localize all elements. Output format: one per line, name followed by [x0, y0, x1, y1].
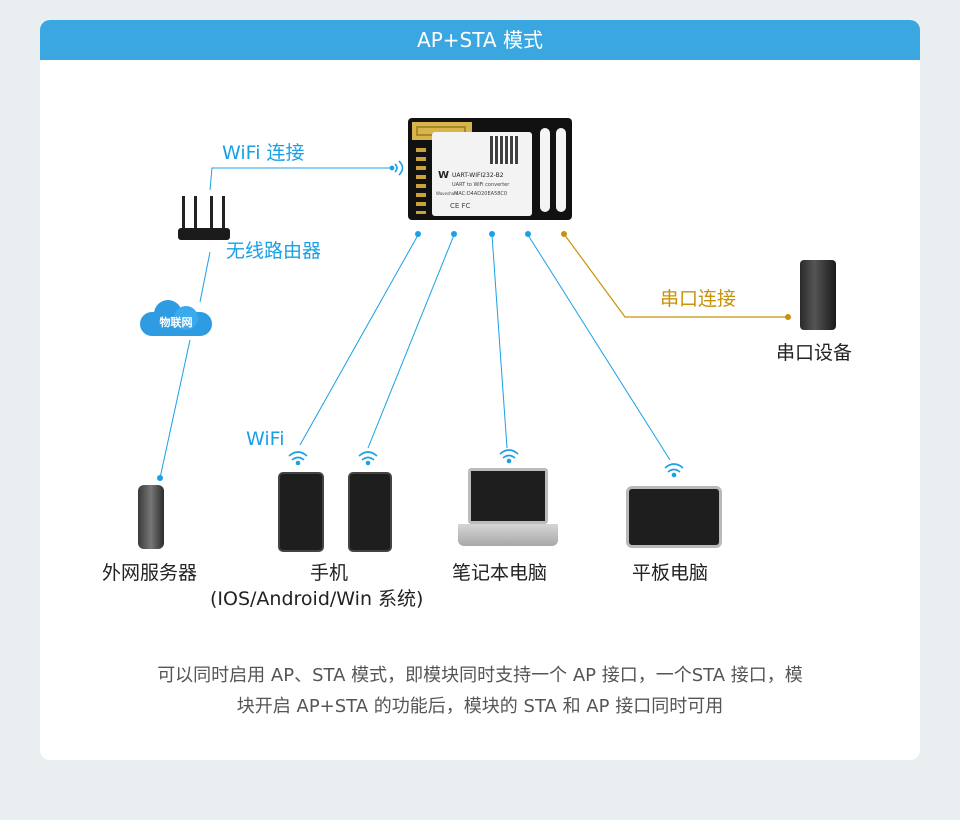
cloud-server-link [159, 339, 191, 479]
module-mac: MAC:D4AD20EA58C0 [454, 191, 508, 197]
external-server-label: 外网服务器 [102, 562, 198, 584]
pin-header-right-2 [556, 128, 566, 212]
wifi-connection-label: WiFi 连接 [222, 142, 305, 164]
router-cloud-link [199, 251, 211, 303]
pin-dot [489, 231, 495, 237]
laptop-image [458, 468, 558, 548]
pin2-phone2-link [367, 234, 455, 449]
cert-marks: CE FC [450, 202, 471, 210]
wifi-signal-icon [499, 449, 519, 464]
module-model: UART-WIFI232-B2 [452, 172, 504, 179]
serial-pin-dot [561, 231, 567, 237]
pin-header-right-1 [540, 128, 550, 212]
pin4-tablet-link [527, 234, 671, 461]
wifi-signal-icon [288, 451, 308, 466]
cloud-icon: 物联网 [140, 298, 212, 336]
router-wifi-link [209, 167, 390, 191]
module-subtitle: UART to WiFi converter [452, 182, 510, 188]
router-antenna [210, 196, 213, 232]
serial-connection-label: 串口连接 [660, 288, 737, 310]
laptop-label: 笔记本电脑 [452, 562, 548, 584]
serial-link [563, 233, 788, 318]
wifi-module-image: W UART-WIFI232-B2 UART to WiFi converter… [408, 118, 572, 220]
router-antenna [222, 196, 225, 232]
phone-label: 手机 [310, 562, 349, 584]
router-antenna [182, 196, 185, 232]
module-wifi-emitter-icon [389, 160, 404, 176]
laptop-screen [468, 468, 548, 524]
tablet-image [626, 486, 722, 548]
description-line-1: 可以同时启用 AP、STA 模式，即模块同时支持一个 AP 接口，一个STA 接… [157, 665, 803, 686]
connection-lines [157, 160, 791, 481]
wifi-label: WiFi [246, 428, 285, 450]
server-link-dot [157, 475, 163, 481]
module-brand: Waveshare [436, 191, 459, 196]
tablet-label: 平板电脑 [632, 562, 709, 584]
cloud-label: 物联网 [159, 316, 193, 329]
wifi-signal-icon [664, 463, 684, 478]
pin-dot [525, 231, 531, 237]
description: 可以同时启用 AP、STA 模式，即模块同时支持一个 AP 接口，一个STA 接… [90, 660, 870, 722]
diagram-card: AP+STA 模式 [40, 20, 920, 760]
router-body [178, 228, 230, 240]
waveshare-logo-icon: W [438, 170, 450, 181]
serial-end-dot [785, 314, 791, 320]
router-label: 无线路由器 [226, 240, 322, 262]
qr-code-icon [490, 136, 518, 164]
router-image [178, 196, 230, 242]
laptop-base [458, 524, 558, 546]
pin-dot [451, 231, 457, 237]
pin3-laptop-link [491, 234, 508, 449]
wifi-signal-icon [358, 451, 378, 466]
router-antenna [194, 196, 197, 232]
phone-image [348, 472, 392, 552]
server-image [138, 485, 164, 549]
serial-device-image [800, 260, 836, 330]
description-line-2: 块开启 AP+STA 的功能后，模块的 STA 和 AP 接口同时可用 [236, 696, 724, 717]
pin-header-left [416, 148, 426, 214]
page-title: AP+STA 模式 [40, 20, 920, 60]
phone-image [278, 472, 324, 552]
pin-dot [415, 231, 421, 237]
phone-os-label: (IOS/Android/Win 系统) [210, 588, 424, 610]
pin1-phone1-link [299, 234, 419, 446]
serial-device-label: 串口设备 [776, 342, 853, 364]
module-shield: W UART-WIFI232-B2 UART to WiFi converter… [432, 132, 532, 216]
